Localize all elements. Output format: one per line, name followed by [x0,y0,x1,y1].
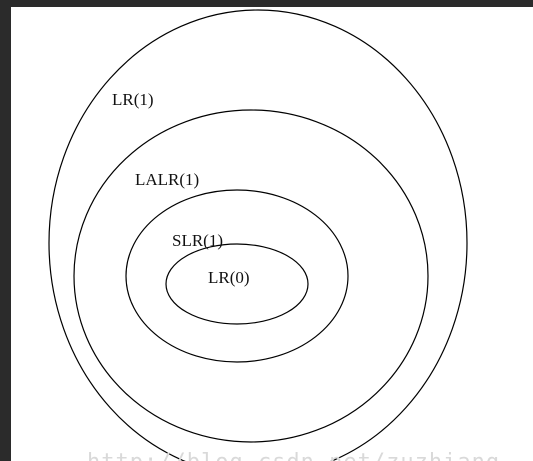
slr1-set-ellipse [125,189,349,363]
slr1-label: SLR(1) [172,231,223,250]
watermark-text: http://blog.csdn.net/zuzhiang [87,450,500,461]
lalr1-label: LALR(1) [135,170,199,189]
lr1-label: LR(1) [112,90,154,109]
lalr1-set-ellipse [73,109,429,443]
lr0-label: LR(0) [208,268,250,287]
diagram-canvas: LR(1) LALR(1) SLR(1) LR(0) http://blog.c… [11,7,533,461]
lr0-set-ellipse [165,243,309,325]
lr1-set-ellipse [48,9,468,461]
nested-sets-diagram: LR(1) LALR(1) SLR(1) LR(0) http://blog.c… [48,9,500,461]
